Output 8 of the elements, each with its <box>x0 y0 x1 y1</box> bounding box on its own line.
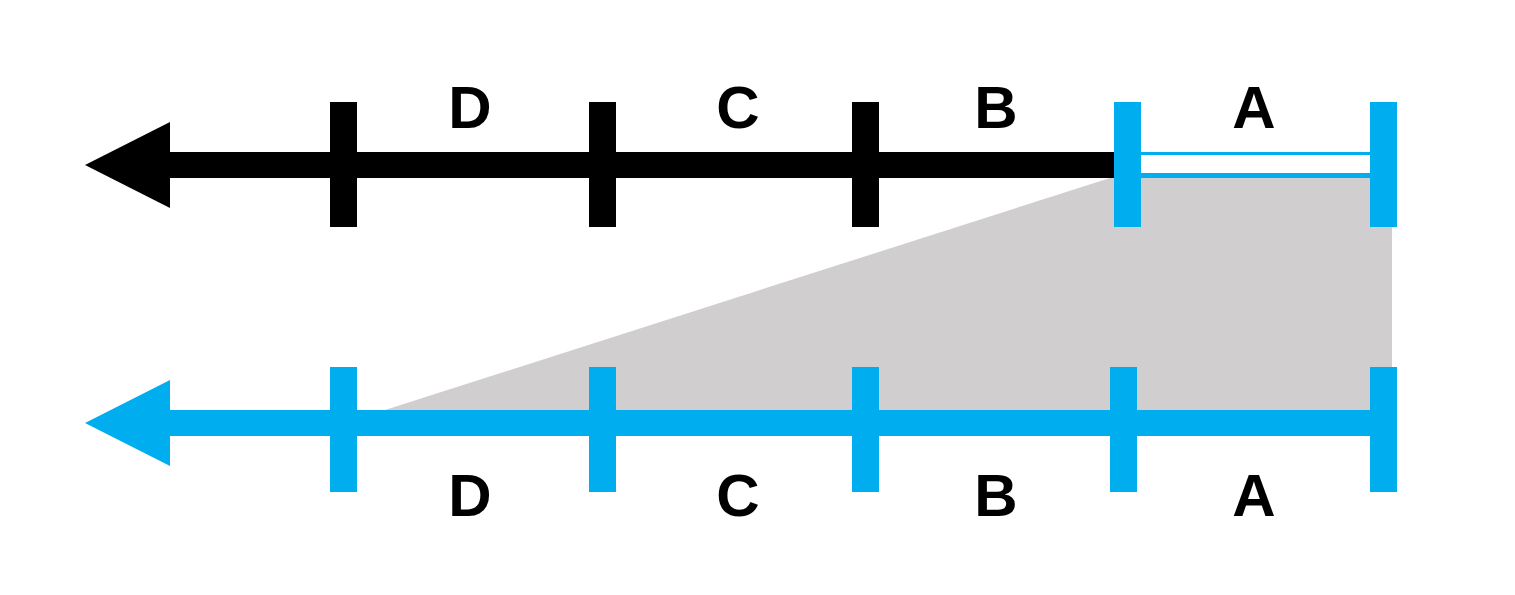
segment-label: D <box>447 466 493 526</box>
segment-label: C <box>715 466 761 526</box>
segment-label: A <box>1231 466 1277 526</box>
segment-label: C <box>715 78 761 138</box>
segment-label: B <box>973 466 1019 526</box>
segment-label: D <box>447 78 493 138</box>
segment-label: B <box>973 78 1019 138</box>
segment-label: A <box>1231 78 1277 138</box>
